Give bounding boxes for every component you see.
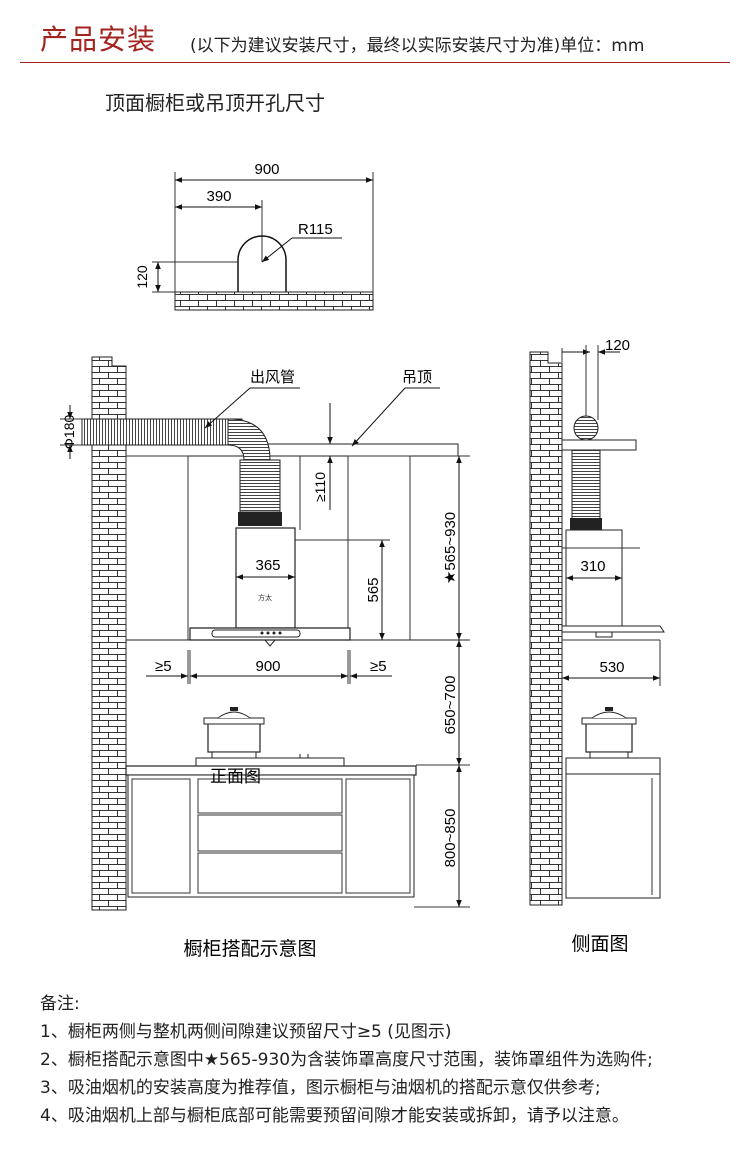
dim-top-width: 900 [254, 161, 279, 178]
note-item: 3、吸油烟机的安装高度为推荐值，图示橱柜与油烟机的搭配示意仅供参考; [40, 1078, 601, 1098]
notes-section: 备注: 1、橱柜两侧与整机两侧间隙建议预留尺寸≥5 (见图示) 2、橱柜搭配示意… [40, 990, 653, 1130]
top-view-title: 顶面橱柜或吊顶开孔尺寸 [105, 92, 325, 115]
label-ceiling: 吊顶 [402, 369, 432, 386]
dim-duct-diameter: Φ180 [61, 415, 77, 450]
dim-counter-height: 800~850 [442, 809, 459, 868]
header-divider [20, 62, 730, 63]
dim-side-wall-offset: 120 [605, 337, 630, 354]
dim-hood-width: 900 [255, 658, 280, 675]
front-brand-mark: 方太 [258, 593, 272, 602]
notes-heading: 备注: [40, 994, 80, 1014]
front-view-label: 正面图 [210, 767, 261, 786]
dim-cover-range: ★565~930 [442, 512, 459, 584]
dim-chimney-width: 365 [255, 557, 280, 574]
page-title: 产品安装 [40, 23, 157, 56]
side-view: 120 310 530 侧面图 [529, 337, 665, 955]
dim-install-height: 650~700 [442, 676, 459, 735]
note-item: 4、吸油烟机上部与橱柜底部可能需要预留间隙才能安装或拆卸，请予以注意。 [40, 1106, 629, 1126]
label-duct: 出风管 [250, 369, 295, 386]
installation-drawing: 顶面橱柜或吊顶开孔尺寸 900 390 R115 120 [60, 92, 665, 960]
front-caption: 橱柜搭配示意图 [183, 938, 316, 960]
top-view: 顶面橱柜或吊顶开孔尺寸 900 390 R115 120 [105, 92, 374, 311]
dim-top-radius: R115 [298, 221, 333, 238]
dim-top-offset: 390 [206, 188, 231, 205]
dim-gap-top: ≥110 [312, 472, 328, 502]
page-subtitle: (以下为建议安装尺寸，最终以实际安装尺寸为准)单位：mm [190, 36, 645, 56]
dim-side-chimney-depth: 310 [580, 558, 605, 575]
note-item: 1、橱柜两侧与整机两侧间隙建议预留尺寸≥5 (见图示) [40, 1022, 452, 1042]
note-item: 2、橱柜搭配示意图中★565-930为含装饰罩高度尺寸范围，装饰罩组件为选购件; [40, 1050, 653, 1070]
dim-left-gap: ≥5 [155, 658, 172, 675]
dim-top-height: 120 [134, 265, 150, 289]
side-caption: 侧面图 [571, 933, 628, 955]
front-view: 方太 Φ180 出风管 吊顶 ≥110 ★565~930 365 [60, 356, 470, 960]
dim-chimney-height: 565 [365, 577, 382, 602]
dim-side-hood-depth: 530 [599, 659, 624, 676]
dim-right-gap: ≥5 [370, 658, 387, 675]
